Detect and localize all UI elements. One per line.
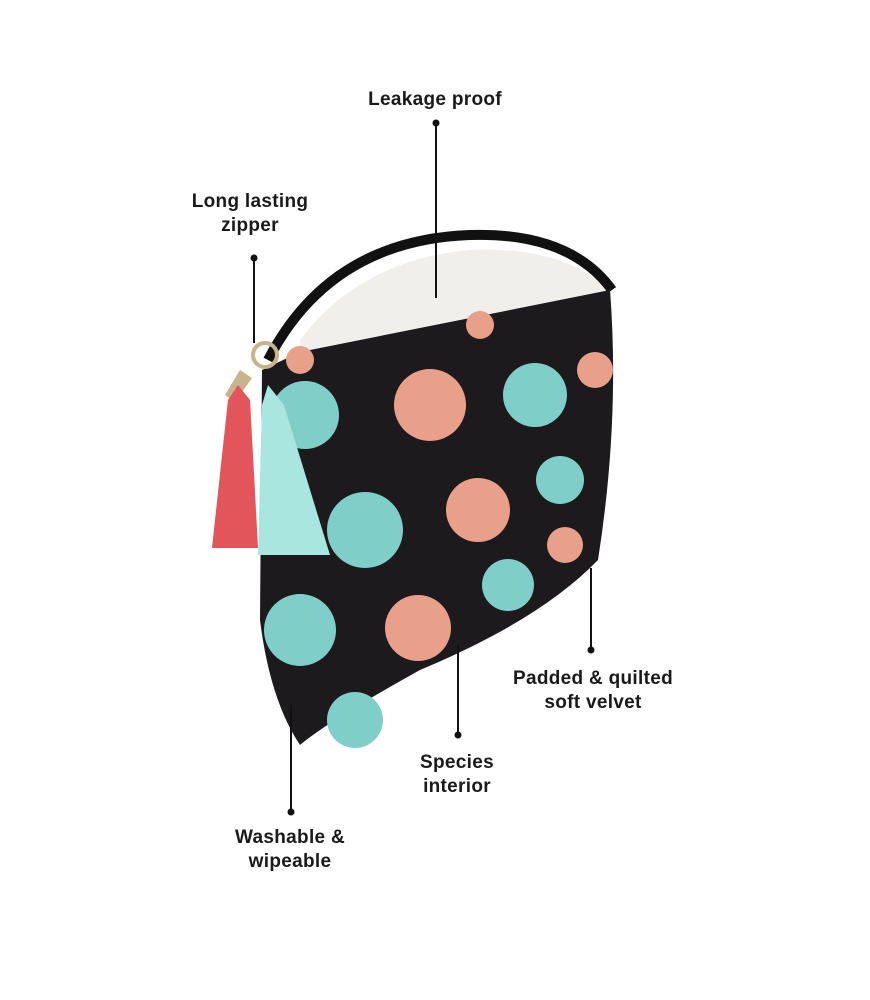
callout-dot	[287, 808, 295, 816]
callout-dot	[587, 646, 595, 654]
callout-dot	[454, 731, 462, 739]
zipper-pull-ring	[251, 341, 279, 369]
callout-line	[457, 645, 459, 735]
buddha-print	[264, 311, 613, 748]
callout-leakage-proof: Leakage proof	[368, 89, 502, 110]
callout-interior: Species interior	[420, 751, 494, 799]
callout-zipper: Long lasting zipper	[192, 190, 309, 238]
callout-text: Padded & quilted	[513, 668, 673, 689]
callout-line	[253, 258, 255, 343]
pouch-lining	[300, 249, 610, 360]
callout-text: Washable &	[235, 827, 345, 848]
callout-text: soft velvet	[544, 692, 642, 713]
callout-line	[290, 705, 292, 812]
callout-text: Species	[420, 752, 494, 773]
mint-tassel	[258, 385, 330, 555]
callout-washable: Washable & wipeable	[235, 826, 345, 874]
callout-padded: Padded & quilted soft velvet	[513, 667, 673, 715]
zipper	[263, 229, 617, 363]
callout-text: wipeable	[248, 851, 332, 872]
callout-text: zipper	[221, 215, 279, 236]
callout-text: Long lasting	[191, 191, 309, 212]
red-tassel	[212, 385, 258, 548]
callout-line	[590, 568, 592, 650]
callout-line	[435, 123, 437, 298]
callout-text: interior	[423, 776, 491, 797]
